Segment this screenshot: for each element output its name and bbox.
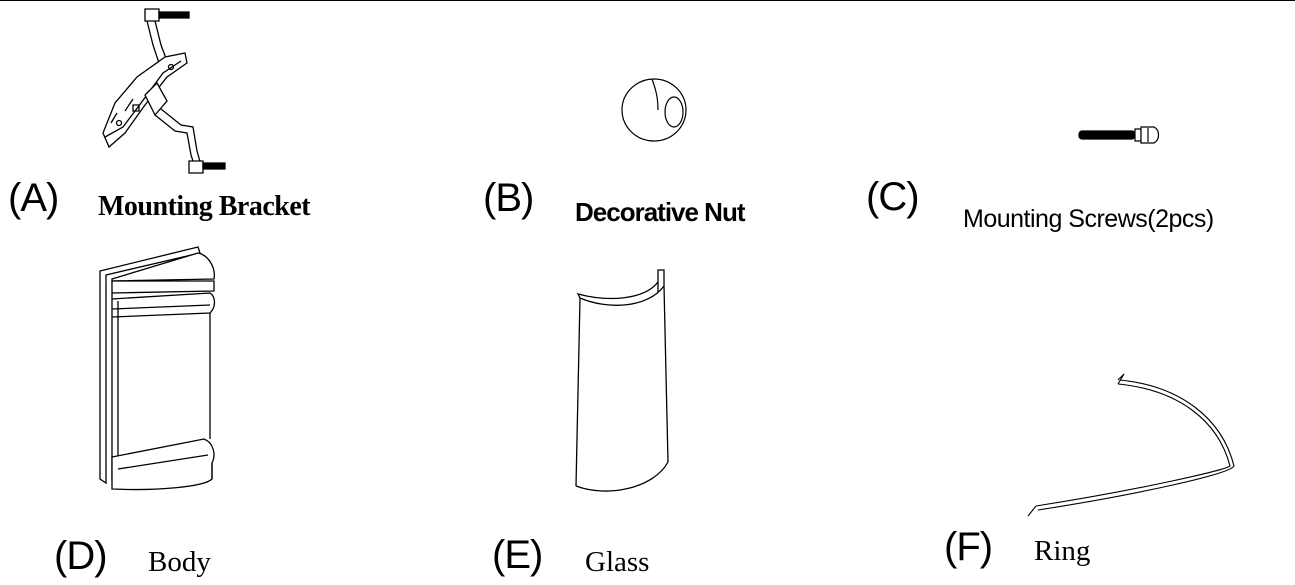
part-f-name: Ring xyxy=(1034,535,1091,567)
part-d-name: Body xyxy=(148,546,211,578)
part-f-letter: (F) xyxy=(944,525,993,569)
part-b-name: Decorative Nut xyxy=(575,197,745,227)
decorative-nut-icon xyxy=(618,76,690,144)
screw-icon xyxy=(1078,124,1162,146)
part-a-letter: (A) xyxy=(8,176,59,220)
glass-shade-icon xyxy=(568,266,678,498)
part-e-letter: (E) xyxy=(492,533,543,577)
part-c-name: Mounting Screws(2pcs) xyxy=(963,205,1214,233)
part-b-letter: (B) xyxy=(483,176,534,220)
mounting-bracket-icon xyxy=(95,5,235,185)
top-rule xyxy=(0,0,1295,1)
part-a-name: Mounting Bracket xyxy=(98,191,311,222)
wire-ring-icon xyxy=(1018,370,1240,518)
part-e-name: Glass xyxy=(585,546,650,578)
part-d-letter: (D) xyxy=(54,534,108,578)
part-c-letter: (C) xyxy=(866,175,920,219)
lamp-body-icon xyxy=(96,243,220,493)
